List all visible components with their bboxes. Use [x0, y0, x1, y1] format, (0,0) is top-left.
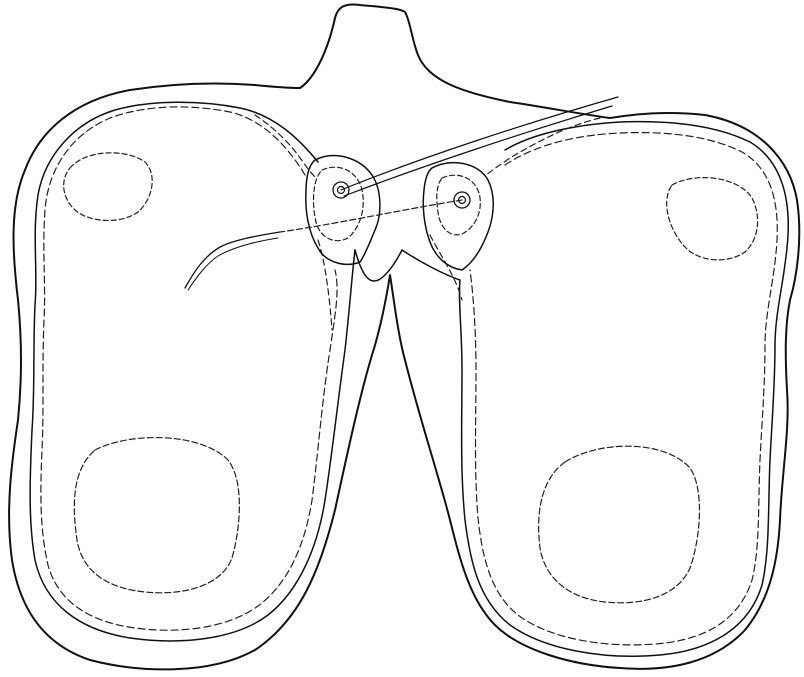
central-notch-left-wall	[355, 250, 402, 281]
central-notch-right-edge	[402, 250, 460, 280]
right-lower-dashed-oval	[539, 446, 700, 603]
left-lower-dashed-oval	[74, 438, 239, 593]
probe-lower-solid-track-b	[188, 238, 278, 290]
outer-outline	[9, 4, 799, 669]
left-node-dashed-enclosure	[314, 167, 364, 240]
probe-upper-track-b	[344, 106, 612, 196]
dashed-connector-left-upper	[255, 115, 316, 178]
central-notch-dashed-right	[430, 235, 462, 300]
left-node-solid-enclosure	[306, 156, 380, 265]
left-upper-dashed-oval	[64, 153, 153, 221]
probe-upper-track-a	[341, 97, 618, 190]
central-notch-dashed-left	[318, 240, 332, 330]
right-upper-dashed-oval	[667, 178, 758, 260]
right-lobe-inner-outline	[459, 122, 788, 657]
dashed-connector-right-upper	[485, 118, 600, 176]
right-node-dashed-enclosure	[437, 175, 481, 235]
right-node-solid-enclosure	[423, 163, 493, 270]
left-lobe-dashed-outline	[41, 107, 337, 630]
right-lobe-dashed-outline	[470, 133, 777, 645]
